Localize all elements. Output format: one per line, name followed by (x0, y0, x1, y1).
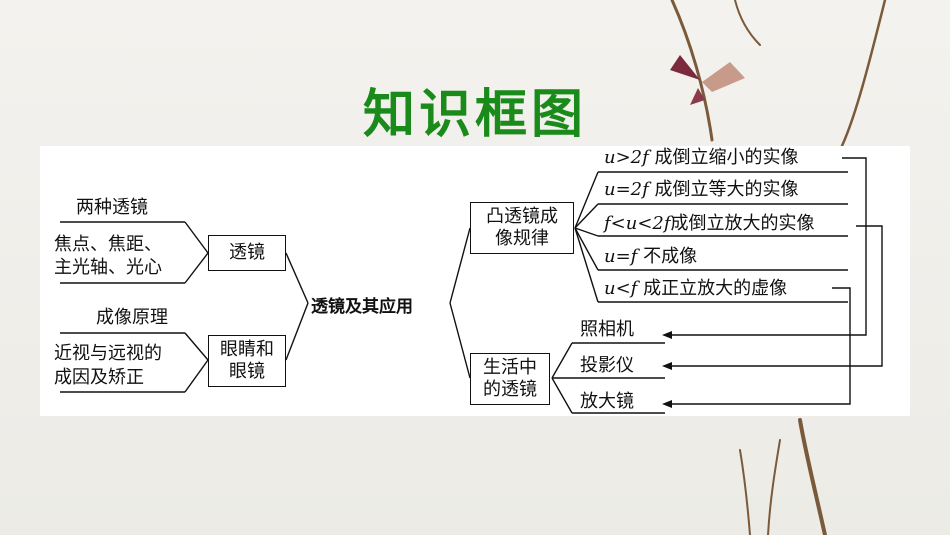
rule-row: u=f 不成像 (604, 245, 697, 269)
eye-glasses-box: 眼睛和 眼镜 (208, 335, 286, 387)
myopia-line2: 成因及矫正 (54, 367, 144, 388)
rule-condition: u<f (604, 278, 638, 299)
convex-box-line1: 凸透镜成 (486, 206, 558, 227)
lens-box-label: 透镜 (229, 242, 265, 263)
eye-box-line1: 眼睛和 (220, 339, 274, 360)
rule-condition: u>2f (604, 147, 649, 168)
rule-text: 成倒立等大的实像 (654, 179, 799, 200)
life-box-line2: 的透镜 (483, 379, 537, 400)
rule-row: u<f 成正立放大的虚像 (604, 277, 787, 301)
page-title: 知识框图 (362, 85, 587, 145)
life-lens-box: 生活中 的透镜 (470, 353, 550, 405)
convex-box-line2: 像规律 (495, 228, 549, 249)
butterfly-decoration (670, 55, 745, 105)
lens-types-label: 两种透镜 (76, 197, 148, 218)
myopia-line1: 近视与远视的 (54, 343, 162, 364)
application-projector: 投影仪 (580, 355, 634, 376)
application-camera: 照相机 (580, 319, 634, 340)
rule-text: 成倒立缩小的实像 (654, 147, 799, 168)
application-magnifier: 放大镜 (580, 391, 634, 412)
rule-text: 不成像 (643, 246, 698, 267)
imaging-principle-label: 成像原理 (96, 307, 168, 328)
eye-box-line2: 眼镜 (229, 361, 265, 382)
lens-terms-line2: 主光轴、光心 (54, 257, 162, 278)
rule-condition: u=f (604, 246, 638, 267)
life-box-line1: 生活中 (483, 357, 537, 378)
rule-row: u=2f 成倒立等大的实像 (604, 178, 799, 202)
rule-condition: u=2f (604, 179, 649, 200)
rule-condition: f<u<2f (604, 213, 671, 234)
rule-text: 成倒立放大的实像 (670, 213, 815, 234)
lens-terms-line1: 焦点、焦距、 (54, 234, 162, 255)
lens-box: 透镜 (208, 235, 286, 271)
convex-rule-box: 凸透镜成 像规律 (470, 202, 574, 254)
rule-row: f<u<2f成倒立放大的实像 (604, 212, 815, 236)
rule-row: u>2f 成倒立缩小的实像 (604, 146, 799, 170)
center-topic: 透镜及其应用 (311, 297, 413, 317)
rule-text: 成正立放大的虚像 (643, 278, 788, 299)
